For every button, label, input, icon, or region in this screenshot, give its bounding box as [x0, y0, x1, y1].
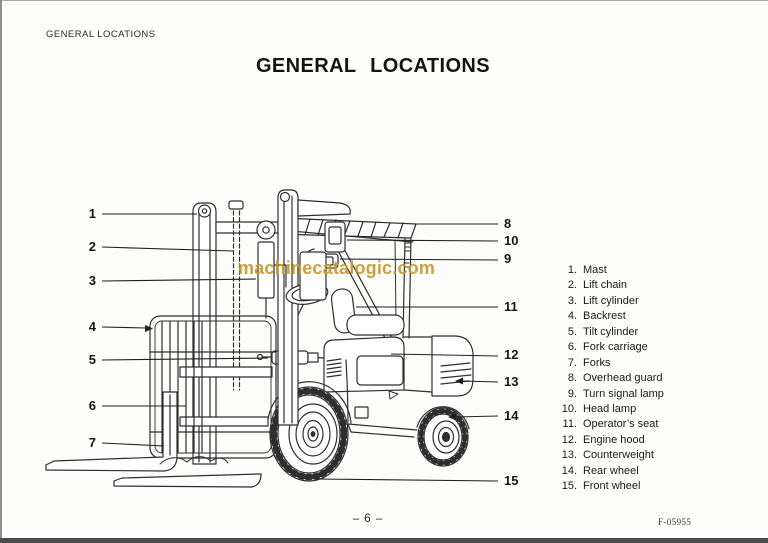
part-label: Forks — [583, 356, 611, 369]
part-label: Front wheel — [583, 480, 641, 493]
document-code: F-05955 — [658, 517, 692, 527]
part-label: Backrest — [583, 310, 626, 323]
parts-list-item: 10. Head lamp — [551, 402, 664, 417]
counterweight — [431, 335, 474, 397]
parts-list-item: 14. Rear wheel — [551, 464, 664, 479]
callout-numbers: 1 2 3 4 5 6 7 8 10 9 11 12 13 14 15 — [89, 206, 519, 488]
rear-wheel — [417, 407, 469, 467]
part-label: Tilt cylinder — [583, 325, 639, 338]
parts-list-item: 9. Turn signal lamp — [551, 387, 664, 402]
callout-7: 7 — [89, 435, 96, 450]
callout-15: 15 — [504, 473, 518, 488]
chassis — [267, 359, 470, 438]
lift-cylinder — [256, 220, 287, 319]
callout-5: 5 — [89, 352, 96, 367]
callout-14: 14 — [504, 408, 519, 423]
head-lamp — [324, 221, 346, 253]
callout-1: 1 — [89, 206, 96, 221]
part-label: Fork carriage — [583, 341, 648, 354]
part-label: Turn signal lamp — [583, 387, 664, 400]
callout-8: 8 — [504, 216, 511, 231]
part-number: 15. — [561, 480, 577, 493]
part-label: Head lamp — [583, 402, 637, 415]
callout-13: 13 — [504, 374, 518, 389]
backrest — [149, 315, 277, 459]
part-number: 11. — [562, 418, 577, 431]
parts-list-item: 13. Counterweight — [551, 448, 664, 463]
parts-list-item: 3. Lift cylinder — [551, 294, 664, 309]
scan-edge-bottom — [0, 538, 768, 543]
page-title: GENERAL LOCATIONS — [255, 55, 491, 77]
part-number: 10. — [561, 402, 577, 415]
part-number: 5. — [567, 325, 577, 338]
part-label: Counterweight — [583, 449, 654, 462]
part-number: 4. — [567, 310, 577, 323]
section-header: GENERAL LOCATIONS — [46, 29, 156, 40]
part-number: 14. — [561, 464, 577, 477]
part-number: 9. — [567, 387, 577, 400]
part-number: 7. — [567, 356, 577, 369]
parts-list-item: 8. Overhead guard — [551, 371, 664, 386]
part-number: 2. — [567, 279, 577, 292]
part-number: 13. — [561, 449, 577, 462]
parts-list-item: 5. Tilt cylinder — [551, 325, 664, 340]
parts-list-item: 6. Fork carriage — [551, 340, 664, 355]
part-label: Overhead guard — [583, 372, 663, 385]
callout-6: 6 — [89, 398, 96, 413]
operator-seat — [330, 288, 405, 336]
part-label: Rear wheel — [583, 464, 639, 477]
part-label: Lift chain — [583, 279, 628, 292]
callout-2: 2 — [89, 239, 96, 254]
scan-edge-top — [0, 0, 768, 1]
callout-4: 4 — [89, 319, 97, 334]
engine-hood — [323, 336, 433, 400]
parts-list: 1. Mast 2. Lift chain 3. Lift cylinder 4. Ba… — [551, 263, 664, 495]
callout-11: 11 — [504, 299, 518, 314]
callout-9: 9 — [504, 251, 511, 266]
part-label: Mast — [583, 264, 607, 276]
scan-edge-left — [0, 0, 2, 543]
parts-list-item: 4. Backrest — [551, 309, 664, 324]
leader-lines — [101, 213, 499, 482]
part-number: 8. — [567, 372, 577, 385]
part-number: 1. — [567, 264, 577, 276]
parts-list-item: 15. Front wheel — [551, 479, 664, 494]
lift-chain — [228, 200, 244, 391]
watermark-text: machinecatalogic.com — [238, 258, 436, 278]
parts-list-item: 2. Lift chain — [551, 278, 664, 293]
callout-3: 3 — [89, 273, 96, 288]
parts-list-item: 12. Engine hood — [551, 433, 664, 448]
parts-list-item: 11. Operator’s seat — [551, 417, 664, 432]
page-number: – 6 – — [352, 513, 384, 525]
forks — [45, 391, 262, 488]
part-label: Lift cylinder — [583, 294, 639, 307]
callout-10: 10 — [504, 233, 518, 248]
parts-list-item: 1. Mast — [551, 263, 664, 278]
fork-carriage — [179, 251, 327, 427]
part-number: 3. — [567, 294, 577, 307]
parts-list-item: 7. Forks — [551, 356, 664, 371]
part-label: Operator’s seat — [583, 418, 659, 431]
part-number: 6. — [567, 341, 577, 354]
part-label: Engine hood — [583, 433, 645, 446]
part-number: 12. — [561, 433, 577, 446]
callout-12: 12 — [504, 347, 518, 362]
